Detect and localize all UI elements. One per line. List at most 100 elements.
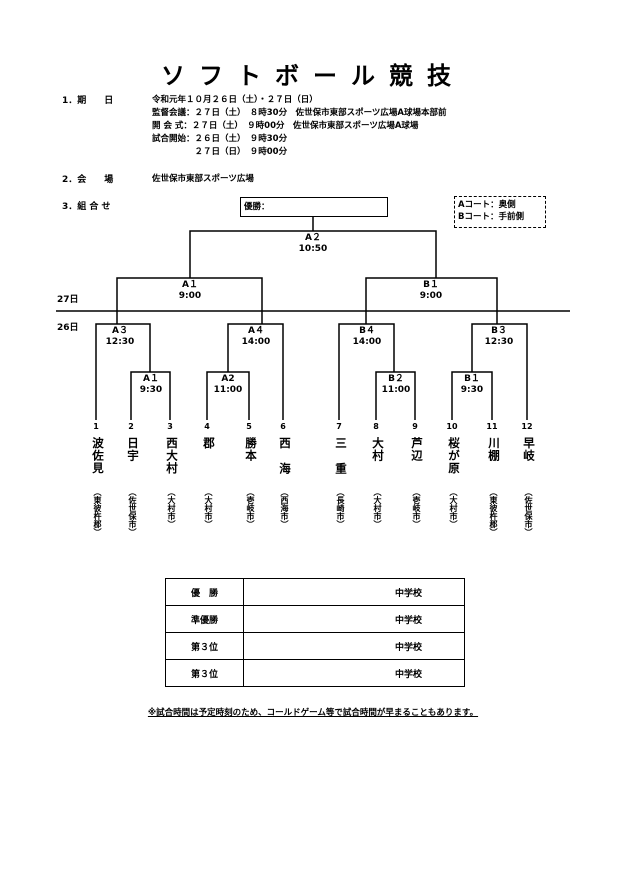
result-value: 中学校: [243, 632, 465, 660]
footnote: ※試合時間は予定時刻のため、コールドゲーム等で試合時間が早まることもあります。: [147, 708, 479, 718]
court-a-label: Aコート：奥側: [458, 200, 516, 210]
table-row: 優 勝 中学校: [165, 578, 465, 606]
team-city: （壱岐市）: [246, 488, 255, 528]
match-time: 11:00: [213, 385, 243, 395]
match-name: B３: [491, 326, 507, 336]
team-city: （西海市）: [280, 488, 289, 528]
team-city: （佐世保市）: [128, 488, 137, 536]
match-name: A３: [112, 326, 128, 336]
team-name: 日宇: [126, 437, 140, 462]
team-city: （大村市）: [204, 488, 213, 528]
team-number: 1: [93, 422, 99, 431]
team-name: 川棚: [487, 437, 501, 462]
venue-value: 佐世保市東部スポーツ広場: [152, 174, 254, 184]
result-value: 中学校: [243, 659, 465, 687]
day-26-label: 26日: [57, 323, 79, 333]
team-number: 2: [128, 422, 134, 431]
match-b1-first: B１ 9:30: [442, 374, 502, 396]
table-row: 準優勝 中学校: [165, 605, 465, 633]
team-name: 西海: [278, 437, 292, 488]
section-bracket-label: 3．組 合 せ: [62, 202, 111, 212]
team-city: （東彼杵郡）: [93, 488, 102, 536]
team-number: 5: [246, 422, 252, 431]
match-time: 9:30: [139, 385, 163, 395]
match-time: 14:00: [352, 337, 382, 347]
team-city: （大村市）: [449, 488, 458, 528]
team-name: 三重: [334, 437, 348, 488]
match-name: A４: [248, 326, 264, 336]
result-label: 第３位: [165, 632, 244, 660]
match-name: A2: [221, 374, 235, 384]
match-a2-first: A2 11:00: [198, 374, 258, 396]
results-table: 優 勝 中学校 準優勝 中学校 第３位 中学校 第３位 中学校: [165, 578, 465, 687]
team-name: 郡: [202, 437, 216, 450]
game-start-line: 試合開始：２６日（土） ９時30分: [152, 134, 288, 144]
match-name: A２: [305, 233, 321, 243]
winner-box: 優勝：: [240, 197, 388, 217]
match-time: 11:00: [381, 385, 411, 395]
team-number: 11: [486, 422, 498, 431]
match-b2-first: B２ 11:00: [366, 374, 426, 396]
match-a1-first: A１ 9:30: [121, 374, 181, 396]
match-name: B１: [423, 280, 439, 290]
team-name: 早岐: [522, 437, 536, 462]
team-number: 8: [373, 422, 379, 431]
result-label: 第３位: [165, 659, 244, 687]
table-row: 第３位 中学校: [165, 659, 465, 687]
team-city: （佐世保市）: [524, 488, 533, 536]
result-value: 中学校: [243, 605, 465, 633]
team-city: （長崎市）: [336, 488, 345, 528]
result-label: 準優勝: [165, 605, 244, 633]
match-semi-a: A１ 9:00: [160, 280, 220, 302]
match-time: 9:30: [460, 385, 484, 395]
date-line: 令和元年１０月２６日（土）・２７日（日）: [152, 95, 318, 105]
team-name: 波佐見: [91, 437, 105, 475]
match-final: A２ 10:50: [283, 233, 343, 255]
game-start-line-2: ２７日（日） ９時00分: [152, 147, 288, 157]
section-venue-label: 2．会 場: [62, 175, 114, 185]
result-value: 中学校: [243, 578, 465, 606]
match-time: 12:30: [105, 337, 135, 347]
day-27-label: 27日: [57, 295, 79, 305]
opening-line: 開 会 式：２７日（土） ９時00分 佐世保市東部スポーツ広場A球場: [152, 121, 419, 131]
match-semi-b: B１ 9:00: [401, 280, 461, 302]
meeting-line: 監督会議：２７日（土） ８時30分 佐世保市東部スポーツ広場A球場本部前: [152, 108, 447, 118]
team-city: （大村市）: [373, 488, 382, 528]
match-b4: B４ 14:00: [337, 326, 397, 348]
section-date-label: 1．期 日: [62, 96, 114, 106]
match-name: B１: [464, 374, 480, 384]
team-number: 12: [521, 422, 533, 431]
court-b-label: Bコート：手前側: [458, 212, 524, 222]
team-name: 桜が原: [447, 437, 461, 475]
match-time: 12:30: [484, 337, 514, 347]
match-name: A１: [182, 280, 198, 290]
team-number: 9: [412, 422, 418, 431]
match-a4: A４ 14:00: [226, 326, 286, 348]
match-name: B４: [359, 326, 375, 336]
table-row: 第３位 中学校: [165, 632, 465, 660]
match-b3: B３ 12:30: [469, 326, 529, 348]
team-name: 芦辺: [410, 437, 424, 462]
team-name: 勝本: [244, 437, 258, 462]
result-label: 優 勝: [165, 578, 244, 606]
match-time: 9:00: [178, 291, 202, 301]
match-name: B２: [388, 374, 404, 384]
match-time: 14:00: [241, 337, 271, 347]
match-time: 9:00: [419, 291, 443, 301]
team-city: （壱岐市）: [412, 488, 421, 528]
court-legend: Aコート：奥側 Bコート：手前側: [454, 196, 546, 228]
team-number: 3: [167, 422, 173, 431]
team-number: 10: [446, 422, 458, 431]
team-city: （大村市）: [167, 488, 176, 528]
team-number: 6: [280, 422, 286, 431]
team-number: 4: [204, 422, 210, 431]
team-city: （東彼杵郡）: [489, 488, 498, 536]
page-title: ソフトボール競技: [161, 62, 465, 90]
match-time: 10:50: [298, 244, 328, 254]
team-name: 大村: [371, 437, 385, 462]
match-a3: A３ 12:30: [90, 326, 150, 348]
team-number: 7: [336, 422, 342, 431]
match-name: A１: [143, 374, 159, 384]
team-name: 西大村: [165, 437, 179, 475]
